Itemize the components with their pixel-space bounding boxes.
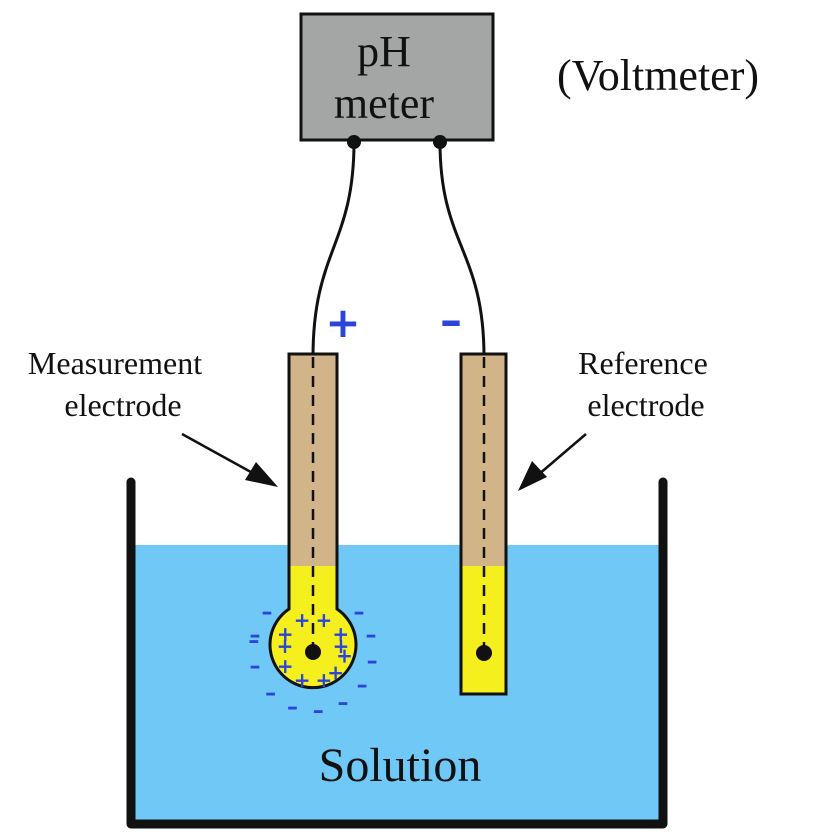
measurement-label-line1: Measurement (28, 345, 202, 381)
reference-electrode-outline (459, 352, 508, 696)
negative-charge: – (366, 623, 377, 648)
beaker (126, 477, 668, 829)
negative-charge: – (250, 623, 261, 648)
negative-charge: – (313, 699, 324, 724)
positive-charge: + (277, 654, 294, 678)
negative-charge: – (262, 600, 273, 625)
negative-charge: – (338, 691, 349, 716)
positive-charge: + (294, 668, 311, 692)
positive-charge: + (336, 644, 353, 668)
negative-charge: – (248, 628, 259, 653)
voltmeter-note: (Voltmeter) (557, 51, 759, 100)
ph-meter-label-line1: pH (357, 27, 411, 76)
negative-charge: – (250, 654, 261, 679)
solution-liquid (132, 545, 662, 824)
positive-sign: + (325, 298, 360, 347)
positive-charge: + (277, 634, 294, 658)
reference-label-line1: Reference (578, 345, 708, 381)
charge-layer: +++++++++++–––––––––––– (248, 600, 377, 723)
positive-charge: + (332, 622, 349, 646)
reference-internal-node (476, 645, 492, 661)
negative-sign: – (440, 295, 462, 346)
measurement-internal-node (305, 644, 321, 660)
reference-label-line2: electrode (587, 387, 704, 423)
reference-electrode (459, 352, 508, 696)
negative-wire (438, 141, 486, 358)
solution-label: Solution (319, 739, 482, 792)
reference-arrow (518, 433, 587, 491)
negative-charge: – (367, 649, 378, 674)
positive-charge: + (294, 608, 311, 632)
negative-terminal (433, 135, 447, 149)
measurement-label-line2: electrode (64, 387, 181, 423)
measurement-arrow (181, 432, 278, 487)
ph-meter-box (299, 12, 495, 142)
negative-charge: – (265, 681, 276, 706)
positive-charge: + (327, 661, 344, 685)
negative-charge: – (357, 673, 368, 698)
positive-wire (311, 141, 356, 358)
positive-charge: + (316, 608, 333, 632)
positive-charge: + (277, 622, 294, 646)
positive-charge: + (316, 668, 333, 692)
positive-terminal (347, 135, 361, 149)
negative-charge: – (354, 600, 365, 625)
positive-charge: + (333, 634, 350, 658)
negative-charge: – (287, 695, 298, 720)
measurement-electrode-outline (268, 352, 358, 690)
measurement-electrode (268, 352, 358, 690)
ph-meter-label-line2: meter (334, 79, 435, 128)
